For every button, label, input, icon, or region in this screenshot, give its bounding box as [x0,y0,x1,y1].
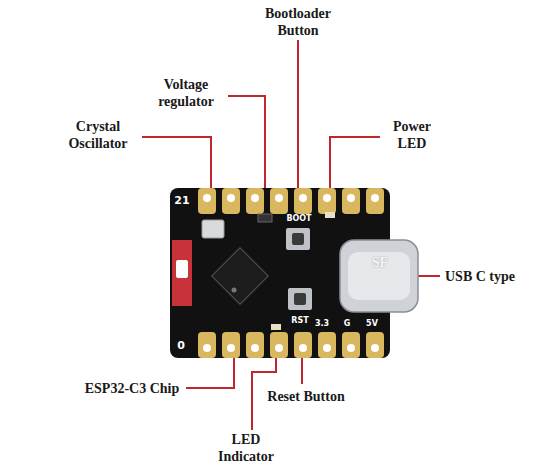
esp32-c3-chip [212,248,269,305]
logo-text: SF [372,255,388,271]
silkscreen-text: RST [291,316,308,325]
reset-button-cap [294,293,306,305]
part-label: Crystal Oscillator [56,118,140,152]
pin-pads-bottom [198,332,384,358]
silkscreen-text: BOOT [286,214,311,223]
pin-name: 3.3 [315,319,329,328]
pin-name: G [344,319,351,328]
usb-c-shell [348,252,410,300]
usb-c-connector [340,240,418,312]
chip-marker [232,288,237,293]
part-label: Voltage regulator [144,76,228,110]
part-label: Reset Button [256,388,356,405]
pin-name: 5V [366,319,378,328]
status-led [271,324,281,330]
pin-number: 0 [177,339,185,352]
part-label: Power LED [384,118,440,152]
part-label: ESP32-C3 Chip [77,380,187,397]
voltage-regulator [258,214,272,222]
edge-marker [176,260,188,278]
boot-button [286,228,310,250]
pin-pads-top [198,188,384,214]
boot-button-cap [292,233,304,245]
power-led [325,212,335,218]
reset-button [288,288,312,310]
part-label: LED Indicator [209,431,283,465]
part-label: USB C type [435,268,525,285]
pin-number: 21 [174,194,189,207]
leader-lines [142,40,440,430]
crystal-oscillator [202,220,224,238]
part-label: Bootloader Button [255,5,341,39]
edge-marker [172,240,192,306]
